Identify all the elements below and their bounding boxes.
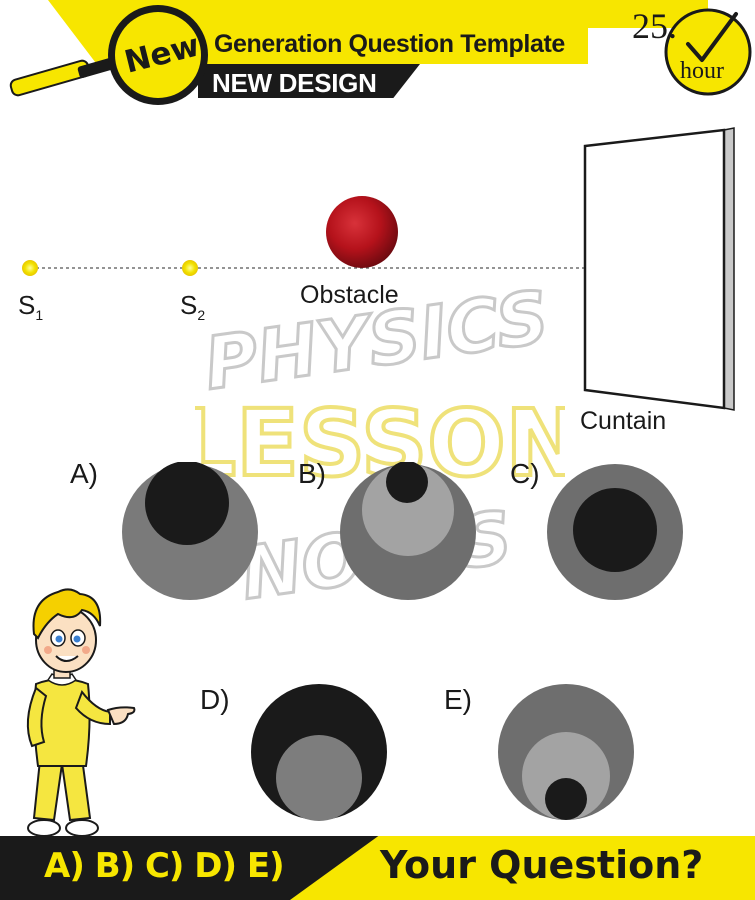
- page-subtitle: NEW DESIGN: [212, 68, 377, 98]
- obstacle-ball: [326, 196, 398, 268]
- page-title: Generation Question Template: [214, 30, 565, 58]
- shadow-diagram: [22, 127, 735, 411]
- option-a-label[interactable]: A): [70, 458, 98, 489]
- curtain-label: Cuntain: [580, 407, 667, 435]
- option-b-label[interactable]: B): [298, 458, 326, 489]
- option-d-shadow[interactable]: [249, 682, 389, 822]
- option-e-label[interactable]: E): [444, 684, 472, 715]
- option-c-label[interactable]: C): [510, 458, 540, 489]
- curtain-side: [723, 127, 735, 411]
- cartoon-boy-illustration: [26, 588, 136, 837]
- footer-answer-options: A) B) C) D) E): [44, 846, 285, 886]
- option-d-label[interactable]: D): [200, 684, 230, 715]
- curtain-screen: [583, 128, 726, 410]
- magnifier-icon: [9, 5, 208, 105]
- timer-unit: hour: [680, 58, 724, 84]
- option-a-shadow[interactable]: [120, 462, 260, 602]
- footer-right-bar: [290, 836, 755, 900]
- obstacle-label: Obstacle: [300, 281, 399, 309]
- source-1-label: S1: [18, 290, 44, 324]
- option-b-shadow[interactable]: [338, 462, 478, 602]
- footer-question: Your Question?: [380, 843, 704, 887]
- option-e-shadow[interactable]: [496, 682, 636, 822]
- clock-icon: [664, 8, 752, 96]
- subtitle-banner: [198, 64, 420, 98]
- option-c-shadow[interactable]: [545, 462, 685, 602]
- source-2-label: S2: [180, 290, 206, 324]
- light-source-2: [182, 260, 198, 276]
- light-source-1: [22, 260, 38, 276]
- timer-value: 25.: [632, 6, 677, 46]
